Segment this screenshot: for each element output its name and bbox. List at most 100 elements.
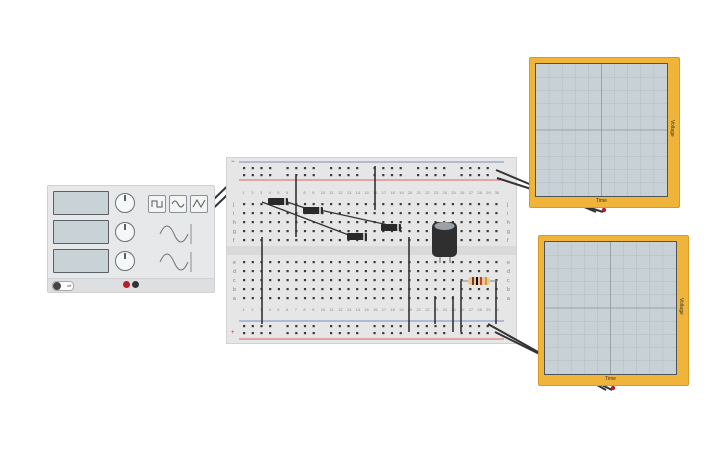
column-number: 28 [477,190,482,195]
breadboard-hole [269,270,272,273]
breadboard-hole [330,288,333,291]
diode[interactable] [381,224,401,231]
breadboard-hole [321,270,324,273]
amplitude-knob[interactable] [115,222,135,242]
scope2-probe-terminal[interactable] [610,385,616,391]
jumper-wire[interactable] [261,201,355,238]
frequency-knob[interactable] [115,193,135,213]
breadboard-hole [243,288,246,291]
diode[interactable] [347,233,367,240]
breadboard-hole [347,332,350,335]
row-letter: d [233,269,236,275]
breadboard-hole [408,203,411,206]
breadboard-hole [251,288,254,291]
breadboard-hole [460,279,463,282]
square-wave-button[interactable] [148,195,166,213]
breadboard-hole [451,261,454,264]
breadboard-hole [330,239,333,242]
breadboard-hole [277,297,280,300]
breadboard-hole [373,239,376,242]
column-number: 12 [338,190,343,195]
breadboard-hole [373,261,376,264]
breadboard-hole [495,261,498,264]
column-number: 4 [269,190,272,195]
breadboard-hole [399,332,402,335]
breadboard-hole [364,230,367,233]
diode[interactable] [303,207,323,214]
breadboard-hole [390,279,394,282]
oscilloscope-2-voltage-label: Voltage [678,298,684,315]
row-letter: h [233,220,236,226]
sine-wave-button[interactable] [169,195,187,213]
breadboard[interactable]: jjiihhggffeeddccbbaa11223344556677889910… [226,157,517,344]
waveform-legend [159,224,192,272]
row-letter: b [507,287,510,293]
breadboard-hole [338,203,341,206]
breadboard-hole [495,221,498,224]
breadboard-hole [251,212,254,215]
positive-terminal[interactable] [123,281,130,288]
breadboard-hole [399,288,402,291]
oscilloscope-2[interactable]: Time Voltage [538,235,689,386]
breadboard-hole [460,332,463,335]
breadboard-hole [408,221,411,224]
breadboard-hole [390,288,394,291]
breadboard-hole [286,332,289,335]
breadboard-hole [251,230,254,233]
breadboard-hole [277,288,280,291]
breadboard-hole [434,167,437,170]
column-number: 23 [434,190,439,195]
breadboard-hole [486,261,489,264]
diode[interactable] [268,198,288,205]
column-number: 19 [399,307,404,312]
breadboard-hole [347,221,350,224]
scope1-probe-terminal[interactable] [601,207,607,213]
breadboard-hole [390,270,394,273]
breadboard-hole [425,174,428,177]
breadboard-hole [486,325,489,328]
breadboard-hole [277,239,280,242]
breadboard-hole [260,167,263,170]
oscilloscope-1[interactable]: Time Voltage [529,57,680,208]
breadboard-hole [356,174,359,177]
column-number: 1 [243,307,246,312]
breadboard-hole [425,230,428,233]
breadboard-hole [382,212,385,215]
breadboard-hole [295,332,298,335]
capacitor[interactable] [432,222,457,263]
breadboard-hole [269,239,272,242]
breadboard-hole [364,279,367,282]
column-number: 29 [486,190,491,195]
breadboard-hole [408,230,411,233]
breadboard-hole [295,279,298,282]
breadboard-hole [269,221,272,224]
breadboard-hole [425,261,428,264]
column-number: 12 [338,307,343,312]
breadboard-hole [295,261,298,264]
breadboard-hole [469,212,472,215]
breadboard-hole [477,325,481,328]
breadboard-hole [260,332,263,335]
column-number: 22 [425,307,430,312]
breadboard-hole [399,325,402,328]
breadboard-hole [425,297,428,300]
breadboard-hole [382,174,385,177]
column-number: 9 [312,190,315,195]
row-letter: f [233,238,235,244]
column-number: 22 [425,190,430,195]
negative-terminal[interactable] [132,281,139,288]
breadboard-hole [434,279,437,282]
function-generator[interactable]: off [47,185,215,293]
power-switch[interactable]: off [52,281,74,291]
breadboard-hole [303,261,307,264]
column-number: 27 [469,307,474,312]
breadboard-hole [347,167,350,170]
breadboard-hole [243,325,246,328]
offset-knob[interactable] [115,251,135,271]
breadboard-hole [469,288,472,291]
breadboard-hole [303,230,307,233]
breadboard-hole [451,270,454,273]
resistor[interactable] [462,277,497,285]
triangle-wave-button[interactable] [190,195,208,213]
breadboard-hole [443,167,446,170]
